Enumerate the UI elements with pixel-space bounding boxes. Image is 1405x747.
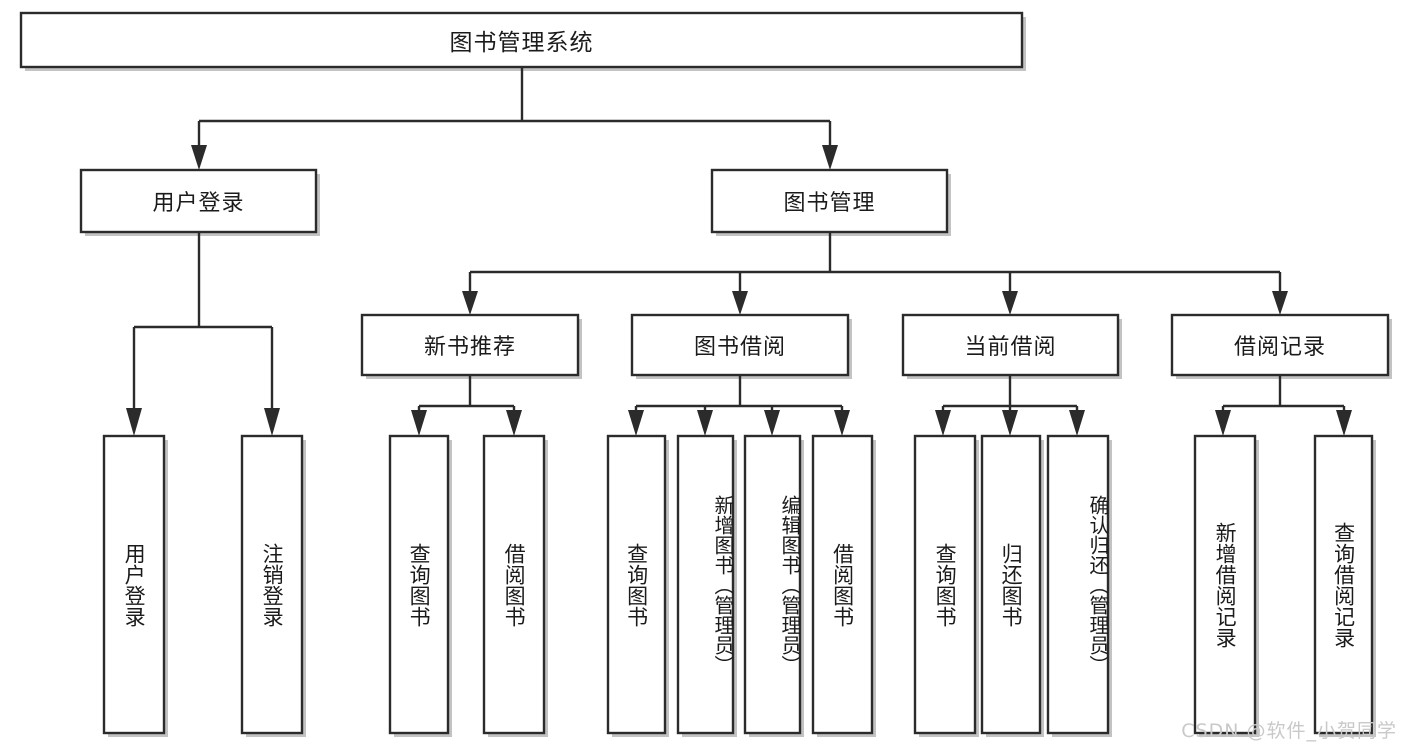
node-current-borrow[interactable]: [901, 313, 1120, 377]
node-root-book-management-system[interactable]: [19, 11, 1024, 69]
leaf-book-borrow-1[interactable]: [676, 434, 735, 735]
connector-currentborrow-to-leaves: [935, 375, 1085, 436]
node-book-management[interactable]: [710, 168, 949, 234]
leaf-borrow-record-0[interactable]: [1193, 434, 1257, 735]
leaf-user-login-0[interactable]: [102, 434, 166, 735]
node-book-borrow[interactable]: [630, 313, 850, 377]
connector-bookborrow-to-leaves: [628, 375, 850, 436]
leaf-current-borrow-0[interactable]: [913, 434, 977, 735]
connector-bookmgmt-to-level3: [462, 232, 1288, 315]
node-user-login[interactable]: [79, 168, 318, 234]
leaf-new-book-1[interactable]: [482, 434, 546, 735]
node-new-book-recommend[interactable]: [360, 313, 580, 377]
leaf-new-book-0[interactable]: [388, 434, 450, 735]
leaf-current-borrow-1[interactable]: [980, 434, 1042, 735]
connector-newbook-to-leaves: [411, 375, 522, 436]
leaf-book-borrow-3[interactable]: [811, 434, 874, 735]
leaf-user-login-1[interactable]: [240, 434, 304, 735]
leaf-borrow-record-1[interactable]: [1313, 434, 1374, 735]
connector-root-to-level2: [191, 67, 838, 170]
connector-userlogin-to-leaves: [126, 232, 280, 436]
node-borrow-record[interactable]: [1170, 313, 1390, 377]
leaf-current-borrow-2[interactable]: [1046, 434, 1110, 735]
leaf-book-borrow-0[interactable]: [606, 434, 667, 735]
leaf-book-borrow-2[interactable]: [743, 434, 802, 735]
connector-borrowrecord-to-leaves: [1215, 375, 1352, 436]
